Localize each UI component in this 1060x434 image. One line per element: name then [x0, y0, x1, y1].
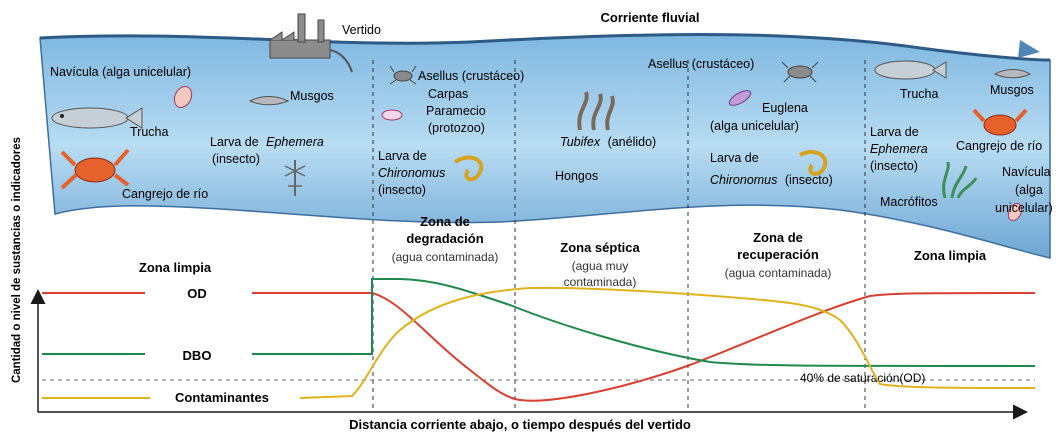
zone-title-recuperacion-a: Zona de — [753, 230, 803, 245]
label-musgos-right: Musgos — [990, 83, 1034, 97]
zone-subtitle-septica-a: (agua muy — [572, 259, 629, 273]
label-chironomus-rec-b: Chironomus — [710, 173, 777, 187]
label-asellus-rec: Asellus (crustáceo) — [648, 57, 754, 71]
label-tubifex: Tubifex (anélido) — [560, 135, 656, 149]
label-asellus-deg: Asellus (crustáceo) — [418, 69, 524, 83]
label-ephemera-right-b: Ephemera — [870, 142, 928, 156]
curve-label-od: OD — [187, 286, 207, 301]
discharge-label: Vertido — [342, 23, 381, 37]
label-tubifex-a: Tubifex — [560, 135, 601, 149]
label-chironomus-deg-c: (insecto) — [378, 183, 426, 197]
label-ephemera-left-a: Larva de Ephemera — [210, 135, 324, 149]
label-euglena-a: Euglena — [762, 101, 808, 115]
label-chironomus-rec-bc: Chironomus (insecto) — [710, 173, 833, 187]
zone-subtitle-recuperacion: (agua contaminada) — [725, 266, 832, 280]
label-trucha-left: Trucha — [130, 125, 168, 139]
zone-title-degradacion-a: Zona de — [420, 214, 470, 229]
x-axis-label: Distancia corriente abajo, o tiempo desp… — [349, 417, 691, 432]
label-cangrejo-right: Cangrejo de río — [956, 139, 1042, 153]
label-navicula-right-a: Navícula — [1002, 165, 1051, 179]
label-navicula-left: Navícula (alga unicelular) — [50, 65, 191, 79]
label-carpas: Carpas — [428, 87, 468, 101]
zone-title-degradacion-b: degradación — [406, 231, 483, 246]
label-paramecio-a: Paramecio — [426, 104, 486, 118]
curve-label-dbo: DBO — [183, 348, 212, 363]
label-ephemera-right-c: (insecto) — [870, 159, 918, 173]
musgos-left-icon — [248, 96, 290, 106]
label-trucha-right: Trucha — [900, 87, 938, 101]
paramecio-icon — [381, 109, 403, 121]
label-chironomus-rec-c: (insecto) — [785, 173, 833, 187]
zone-subtitle-degradacion: (agua contaminada) — [392, 250, 499, 264]
label-chironomus-rec: Larva de — [710, 151, 759, 165]
label-ephemera-right-a: Larva de — [870, 125, 919, 139]
chironomus-deg-icon — [453, 155, 484, 182]
label-euglena-b: (alga unicelular) — [710, 119, 799, 133]
trucha-right-icon — [874, 60, 947, 80]
flow-arrow — [519, 24, 1031, 52]
label-ephemera-left-b: Ephemera — [266, 135, 324, 149]
label-chironomus-rec-a: Larva de — [710, 151, 759, 165]
factory-icon — [269, 13, 353, 73]
saturation-label: 40% de saturación(OD) — [800, 371, 925, 385]
label-paramecio-b: (protozoo) — [428, 121, 485, 135]
cangrejo-left-icon — [60, 148, 130, 190]
flow-arrow-head — [1018, 40, 1040, 58]
tubifex-icon — [577, 91, 615, 131]
asellus-rec-icon — [781, 61, 819, 83]
dbo-curve — [252, 278, 1036, 367]
label-tubifex-b: (anélido) — [608, 135, 657, 149]
river-top-edge — [39, 33, 1051, 62]
ephemera-left-icon — [284, 160, 306, 196]
label-ephemera-left-c: (insecto) — [212, 152, 260, 166]
label-musgos-left: Musgos — [290, 89, 334, 103]
label-hongos: Hongos — [555, 169, 598, 183]
river-title: Corriente fluvial — [601, 10, 700, 25]
zone-title-limpia-left: Zona limpia — [139, 260, 212, 275]
label-ephemera-left-a-1: Larva de — [210, 135, 259, 149]
asellus-deg-icon — [389, 65, 417, 85]
zone-title-recuperacion-b: recuperación — [737, 247, 819, 262]
od-curve — [252, 292, 1036, 402]
label-macrofitos: Macrófitos — [880, 195, 938, 209]
zone-title-limpia-right: Zona limpia — [914, 248, 987, 263]
label-navicula-right-c: unicelular) — [995, 201, 1053, 215]
musgos-right-icon — [993, 69, 1032, 79]
chironomus-rec-icon — [799, 149, 828, 176]
zone-title-septica: Zona séptica — [560, 240, 640, 255]
zone-subtitle-septica-b: contaminada) — [564, 275, 637, 289]
contaminantes-curve — [299, 286, 1036, 399]
y-axis-label: Cantidad o nivel de sustancias o indicad… — [11, 137, 23, 383]
trucha-left-icon — [51, 107, 143, 129]
navicula-left-icon — [173, 85, 193, 109]
euglena-icon — [728, 90, 752, 106]
label-navicula-right-b: (alga — [1015, 183, 1043, 197]
curve-label-contaminantes: Contaminantes — [175, 390, 269, 405]
navicula-right-icon — [1007, 202, 1023, 222]
macrofitos-icon — [942, 161, 978, 199]
label-chironomus-deg-a: Larva de — [378, 149, 427, 163]
cangrejo-right-icon — [972, 108, 1028, 136]
label-cangrejo-left: Cangrejo de río — [122, 187, 208, 201]
label-chironomus-deg-b: Chironomus — [378, 166, 445, 180]
